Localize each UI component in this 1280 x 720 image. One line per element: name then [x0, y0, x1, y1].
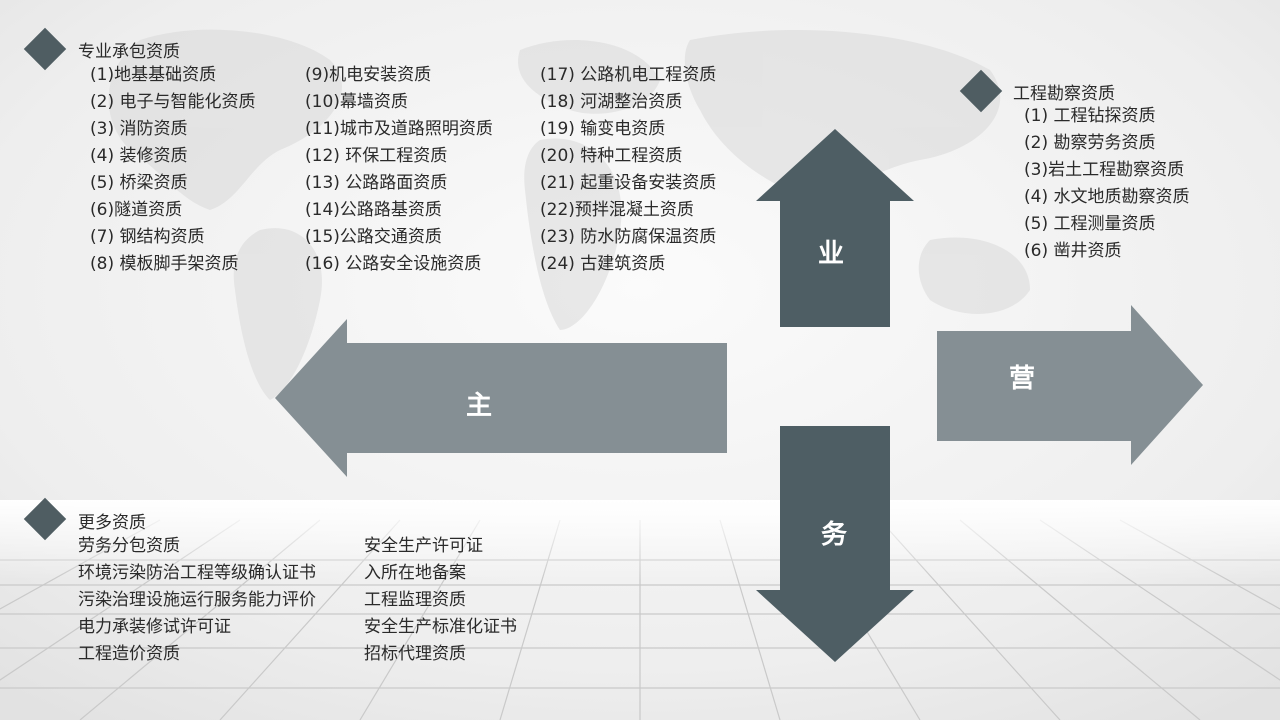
list-item: (5) 工程测量资质 [1024, 214, 1156, 234]
list-item: (10)幕墙资质 [305, 92, 408, 112]
list-item: (11)城市及道路照明资质 [305, 119, 493, 139]
list-item: 工程监理资质 [364, 590, 466, 610]
list-item: 入所在地备案 [364, 563, 466, 583]
more-column-2: 安全生产许可证 入所在地备案 工程监理资质 安全生产标准化证书 招标代理资质 [364, 533, 517, 668]
list-item: (6) 凿井资质 [1024, 241, 1122, 261]
list-item: (19) 输变电资质 [540, 119, 666, 139]
professional-column-3: (17) 公路机电工程资质 (18) 河湖整治资质 (19) 输变电资质 (20… [540, 62, 716, 278]
list-item: (22)预拌混凝土资质 [540, 200, 694, 220]
list-item: (18) 河湖整治资质 [540, 92, 683, 112]
arrow-label-left: 主 [465, 391, 492, 421]
professional-column-2: (9)机电安装资质 (10)幕墙资质 (11)城市及道路照明资质 (12) 环保… [305, 62, 493, 278]
arrow-label-right: 营 [1008, 364, 1035, 394]
list-item: (4) 水文地质勘察资质 [1024, 187, 1190, 207]
list-item: (16) 公路安全设施资质 [305, 254, 482, 274]
survey-list: (1) 工程钻探资质 (2) 勘察劳务资质 (3)岩土工程勘察资质 (4) 水文… [1024, 103, 1189, 265]
arrow-down [756, 426, 914, 662]
list-item: (23) 防水防腐保温资质 [540, 227, 717, 247]
list-item: 工程造价资质 [78, 644, 180, 664]
list-item: 电力承装修试许可证 [78, 617, 231, 637]
arrow-left [275, 319, 727, 477]
list-item: (4) 装修资质 [90, 146, 188, 166]
list-item: (7) 钢结构资质 [90, 227, 205, 247]
list-item: (14)公路路基资质 [305, 200, 442, 220]
list-item: (12) 环保工程资质 [305, 146, 448, 166]
list-item: 安全生产标准化证书 [364, 617, 517, 637]
list-item: (2) 勘察劳务资质 [1024, 133, 1156, 153]
arrow-label-down: 务 [820, 520, 847, 550]
survey-section-title: 工程勘察资质 [1013, 84, 1115, 104]
list-item: 安全生产许可证 [364, 536, 483, 556]
list-item: (8) 模板脚手架资质 [90, 254, 239, 274]
arrow-right [937, 305, 1203, 465]
list-item: 劳务分包资质 [78, 536, 180, 556]
list-item: (17) 公路机电工程资质 [540, 65, 717, 85]
professional-column-1: (1)地基基础资质 (2) 电子与智能化资质 (3) 消防资质 (4) 装修资质… [90, 62, 255, 278]
arrow-label-up: 业 [817, 239, 844, 269]
list-item: (1) 工程钻探资质 [1024, 106, 1156, 126]
arrow-up [756, 129, 914, 327]
list-item: (13) 公路路面资质 [305, 173, 448, 193]
more-section-title: 更多资质 [78, 513, 146, 533]
professional-section-title: 专业承包资质 [78, 42, 180, 62]
list-item: 污染治理设施运行服务能力评价 [78, 590, 316, 610]
list-item: (6)隧道资质 [90, 200, 183, 220]
list-item: (15)公路交通资质 [305, 227, 442, 247]
list-item: (21) 起重设备安装资质 [540, 173, 717, 193]
list-item: 环境污染防治工程等级确认证书 [78, 563, 316, 583]
world-map-watermark [108, 29, 1030, 400]
list-item: (1)地基基础资质 [90, 65, 217, 85]
list-item: (3)岩土工程勘察资质 [1024, 160, 1185, 180]
list-item: (20) 特种工程资质 [540, 146, 683, 166]
list-item: (9)机电安装资质 [305, 65, 432, 85]
list-item: 招标代理资质 [364, 644, 466, 664]
list-item: (5) 桥梁资质 [90, 173, 188, 193]
list-item: (2) 电子与智能化资质 [90, 92, 256, 112]
list-item: (3) 消防资质 [90, 119, 188, 139]
more-column-1: 劳务分包资质 环境污染防治工程等级确认证书 污染治理设施运行服务能力评价 电力承… [78, 533, 316, 668]
list-item: (24) 古建筑资质 [540, 254, 666, 274]
